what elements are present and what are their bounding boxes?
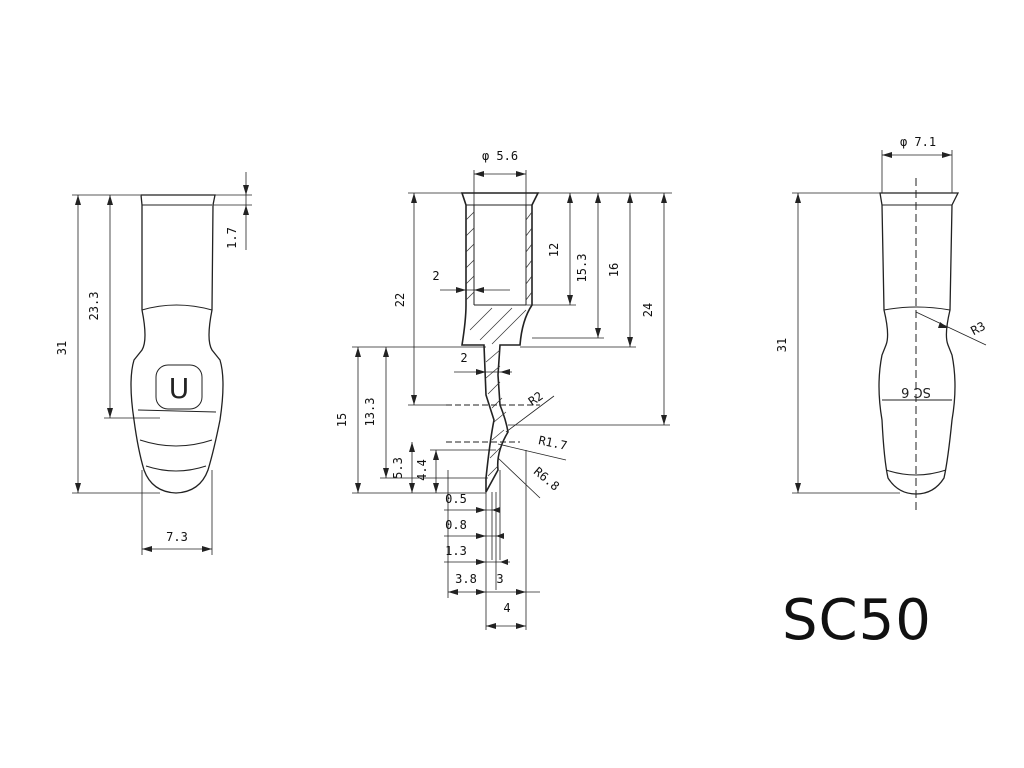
left-dim-31: 31: [55, 341, 69, 355]
mid-dim-3: 3: [496, 572, 503, 586]
mid-dim-13-3: 13.3: [363, 398, 377, 427]
left-dim-7-3: 7.3: [166, 530, 188, 544]
mid-dim-5-3: 5.3: [391, 457, 405, 479]
model-title: SC50: [782, 588, 932, 653]
left-dim-1-7: 1.7: [225, 227, 239, 249]
right-marking-icon: SC 6: [901, 384, 931, 399]
mid-dim-phi5-6: φ 5.6: [482, 149, 518, 163]
right-dim-r3: R3: [968, 319, 987, 338]
right-view: SC 6 φ 7.1 31 R3: [775, 135, 988, 512]
mid-dim-16: 16: [607, 263, 621, 277]
left-dim-23-3: 23.3: [87, 292, 101, 321]
mid-dim-15-3: 15.3: [575, 254, 589, 283]
mid-dim-15: 15: [335, 413, 349, 427]
mid-dim-wall-2: 2: [432, 269, 439, 283]
mid-dim-r6-8: R6.8: [531, 464, 562, 493]
mid-dim-4-4: 4.4: [415, 459, 429, 481]
mid-dim-web-2: 2: [460, 351, 467, 365]
mid-dim-3-8: 3.8: [455, 572, 477, 586]
mid-dim-1-3: 1.3: [445, 544, 467, 558]
mid-dim-0-8: 0.8: [445, 518, 467, 532]
mid-dim-r1-7: R1.7: [537, 433, 568, 453]
right-dim-31: 31: [775, 338, 789, 352]
right-dim-phi7-1: φ 7.1: [900, 135, 936, 149]
mid-dim-12: 12: [547, 243, 561, 257]
mid-dim-0-5: 0.5: [445, 492, 467, 506]
mid-dim-4: 4: [503, 601, 510, 615]
mid-dim-24: 24: [641, 303, 655, 317]
section-hatch: [465, 211, 533, 477]
mid-dim-r2: R2: [526, 389, 546, 409]
mid-dim-22: 22: [393, 293, 407, 307]
left-marking-icon: U: [169, 372, 190, 405]
middle-view: φ 5.6 12 15.3 16 24 22 2: [335, 149, 672, 630]
left-view: U 31 23.3 1.7 7.3: [55, 172, 252, 555]
